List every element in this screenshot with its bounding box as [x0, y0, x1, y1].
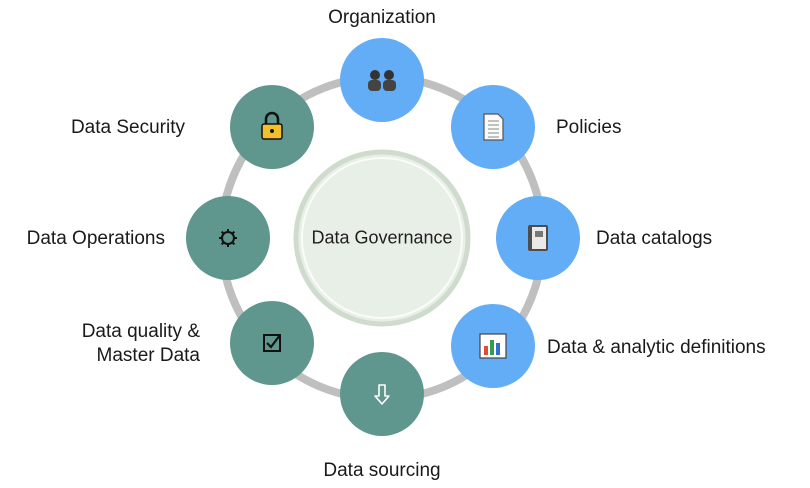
node-data-sourcing: [340, 352, 424, 436]
label-data-catalogs: Data catalogs: [596, 228, 713, 249]
bar-chart-icon: [479, 333, 507, 359]
node-data-operations: [186, 196, 270, 280]
checkbox-icon: [263, 334, 281, 352]
document-icon: [483, 113, 504, 141]
people-icon: [368, 70, 396, 91]
center-label: Data Governance: [311, 227, 453, 248]
down-arrow-icon: [374, 384, 390, 405]
label-data-quality: Data quality & Master Data: [81, 321, 200, 366]
label-data-operations: Data Operations: [26, 228, 165, 249]
node-organization: [340, 38, 424, 122]
label-data-security: Data Security: [70, 117, 185, 138]
book-icon: [528, 225, 548, 251]
center-hub-inner-ring: [301, 157, 463, 319]
center-hub: [293, 149, 471, 327]
label-organization: Organization: [328, 7, 436, 28]
lock-icon: [261, 111, 283, 140]
node-data-quality: [230, 301, 314, 385]
label-data-analytic-definitions: Data & analytic definitions: [547, 337, 766, 358]
gear-icon: [219, 229, 237, 247]
nodes-layer: [186, 38, 580, 436]
label-policies: Policies: [556, 117, 622, 138]
label-data-sourcing: Data sourcing: [323, 460, 441, 481]
